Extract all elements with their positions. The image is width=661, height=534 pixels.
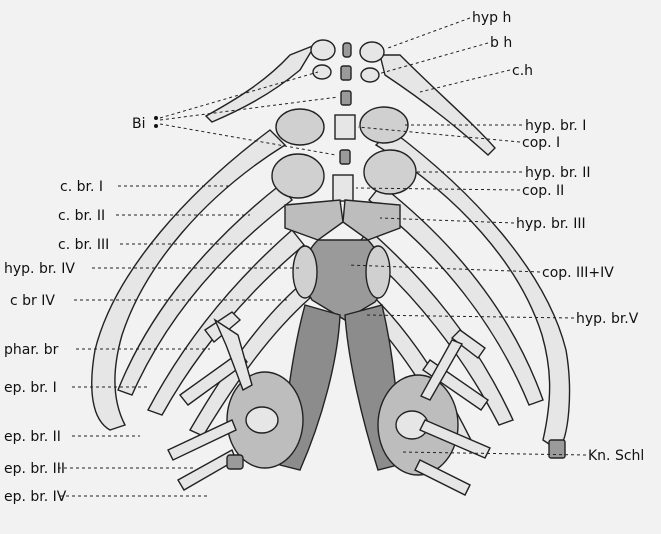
label-ep-br-1: ep. br. I — [4, 380, 57, 396]
label-hyp-br-1: hyp. br. I — [525, 118, 586, 134]
label-cop-1: cop. I — [522, 135, 560, 151]
median-element-2 — [341, 66, 351, 80]
basihyal-left — [313, 65, 331, 79]
leader-hyp-h — [388, 18, 470, 48]
label-kn-schl: Kn. Schl — [588, 448, 644, 464]
label-b-h: b h — [490, 35, 512, 51]
label-ep-br-4: ep. br. IV — [4, 489, 67, 505]
label-phar-br: phar. br — [4, 342, 59, 358]
hypobranchial-2-left — [272, 154, 324, 198]
label-ep-br-3: ep. br. III — [4, 461, 65, 477]
hypobranchial-1-right — [360, 107, 408, 143]
label-hyp-br-4: hyp. br. IV — [4, 261, 75, 277]
leader-c-h — [420, 70, 510, 92]
skeleton-drawing — [92, 40, 570, 495]
label-cop-3-4: cop. III+IV — [542, 265, 614, 281]
hypohyal-right — [360, 42, 384, 62]
median-element-1 — [343, 43, 351, 57]
bi-dot-1 — [154, 116, 158, 120]
hypobranchial-1-left — [276, 109, 324, 145]
label-c-br-4: c br IV — [10, 293, 55, 309]
label-cop-2: cop. II — [522, 183, 564, 199]
hypobranchial-4-right — [366, 246, 390, 298]
label-c-br-2: c. br. II — [58, 208, 105, 224]
hypohyal-left — [311, 40, 335, 60]
kn-schl-cap-left — [227, 455, 243, 469]
label-bi: Bi — [132, 116, 146, 132]
copula-1 — [335, 115, 355, 139]
pharyngeal-knob-inner-left — [246, 407, 278, 433]
copula-2 — [333, 175, 353, 201]
hypobranchial-4-left — [293, 246, 317, 298]
label-hyp-br-2: hyp. br. II — [525, 165, 590, 181]
median-element-4 — [340, 150, 350, 164]
basihyal-right — [361, 68, 379, 82]
label-hyp-br-3: hyp. br. III — [516, 216, 586, 232]
hypobranchial-3-right — [343, 200, 400, 240]
label-hyp-h: hyp h — [472, 10, 511, 26]
median-element-3 — [341, 91, 351, 105]
label-hyp-br-v: hyp. br.V — [576, 311, 639, 327]
label-ep-br-2: ep. br. II — [4, 429, 61, 445]
label-c-br-1: c. br. I — [60, 179, 103, 195]
label-c-br-3: c. br. III — [58, 237, 109, 253]
label-c-h: c.h — [512, 63, 533, 79]
ceratobranchial-2-left — [118, 185, 292, 395]
kn-schl-cap-right — [549, 440, 565, 458]
hypobranchial-2-right — [364, 150, 416, 194]
bi-dot-2 — [154, 124, 158, 128]
